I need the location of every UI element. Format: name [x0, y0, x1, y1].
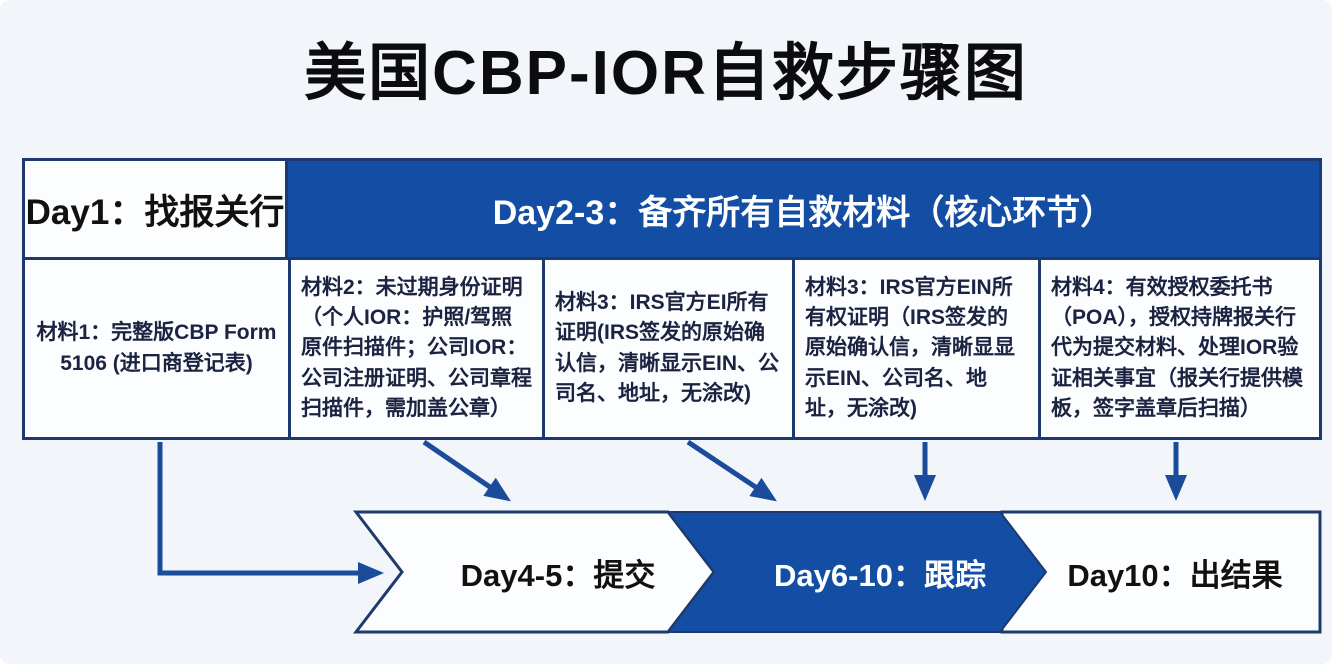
arrow-material3-to-track — [686, 439, 777, 502]
header-cell-day2-3: Day2-3：备齐所有自救材料（核心环节） — [288, 161, 1319, 257]
diagram-title: 美国CBP-IOR自救步骤图 — [304, 39, 1028, 108]
material-cell-1: 材料1：完整版CBP Form 5106 (进口商登记表) — [25, 260, 288, 437]
timeline-label-day4-5: Day4-5：提交 — [460, 557, 656, 593]
arrow-material2-to-submit — [422, 439, 511, 502]
materials-table: Day1：找报关行 Day2-3：备齐所有自救材料（核心环节） 材料1：完整版C… — [22, 158, 1322, 440]
material-cell-3: 材料3：IRS官方EI所有证明(IRS签发的原始确认信，清晰显示EIN、公司名、… — [542, 260, 792, 437]
table-header-row: Day1：找报关行 Day2-3：备齐所有自救材料（核心环节） — [25, 161, 1319, 260]
header-cell-day1: Day1：找报关行 — [25, 161, 288, 257]
timeline-label-day10: Day10：出结果 — [1067, 557, 1283, 593]
timeline-label-day6-10: Day6-10：跟踪 — [774, 557, 986, 593]
arrow-material1-to-submit — [157, 442, 384, 584]
material-cell-2: 材料2：未过期身份证明（个人IOR：护照/驾照原件扫描件；公司IOR：公司注册证… — [288, 260, 542, 437]
material-cell-4: 材料3：IRS官方EIN所有权证明（IRS签发的原始确认信，清晰显显示EIN、公… — [792, 260, 1038, 437]
table-body-row: 材料1：完整版CBP Form 5106 (进口商登记表) 材料2：未过期身份证… — [25, 260, 1319, 437]
material-cell-5: 材料4：有效授权委托书（POA），授权持牌报关行代为提交材料、处理IOR验证相关… — [1038, 260, 1319, 437]
